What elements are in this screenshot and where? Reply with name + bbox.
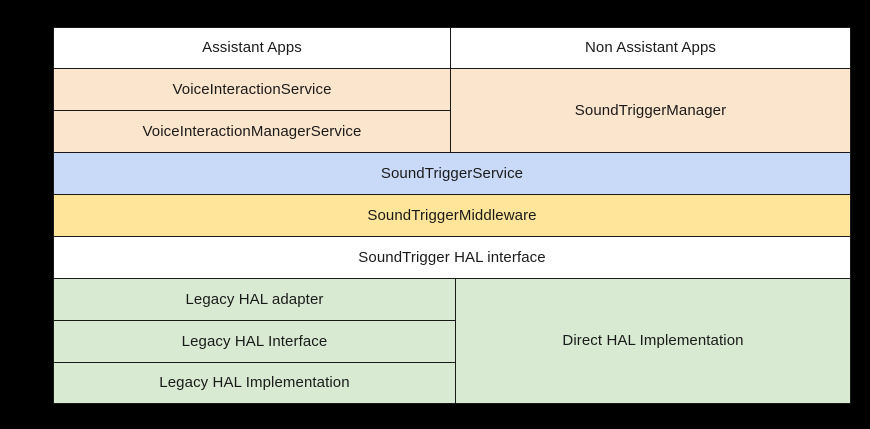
cell-legacy-hal-adapter: Legacy HAL adapter (53, 278, 456, 321)
cell-sound-trigger-manager: SoundTriggerManager (450, 68, 851, 153)
header-cell-non-assistant-apps: Non Assistant Apps (450, 27, 851, 69)
cell-direct-hal-implementation: Direct HAL Implementation (455, 278, 851, 404)
cell-sound-trigger-service: SoundTriggerService (53, 152, 851, 195)
cell-legacy-hal-interface: Legacy HAL Interface (53, 320, 456, 363)
cell-legacy-hal-implementation: Legacy HAL Implementation (53, 362, 456, 404)
cell-sound-trigger-hal-interface: SoundTrigger HAL interface (53, 236, 851, 279)
cell-sound-trigger-middleware: SoundTriggerMiddleware (53, 194, 851, 237)
cell-voice-interaction-service: VoiceInteractionService (53, 68, 451, 111)
architecture-diagram: Assistant Apps Non Assistant Apps VoiceI… (53, 27, 851, 404)
header-cell-assistant-apps: Assistant Apps (53, 27, 451, 69)
cell-voice-interaction-manager-service: VoiceInteractionManagerService (53, 110, 451, 153)
